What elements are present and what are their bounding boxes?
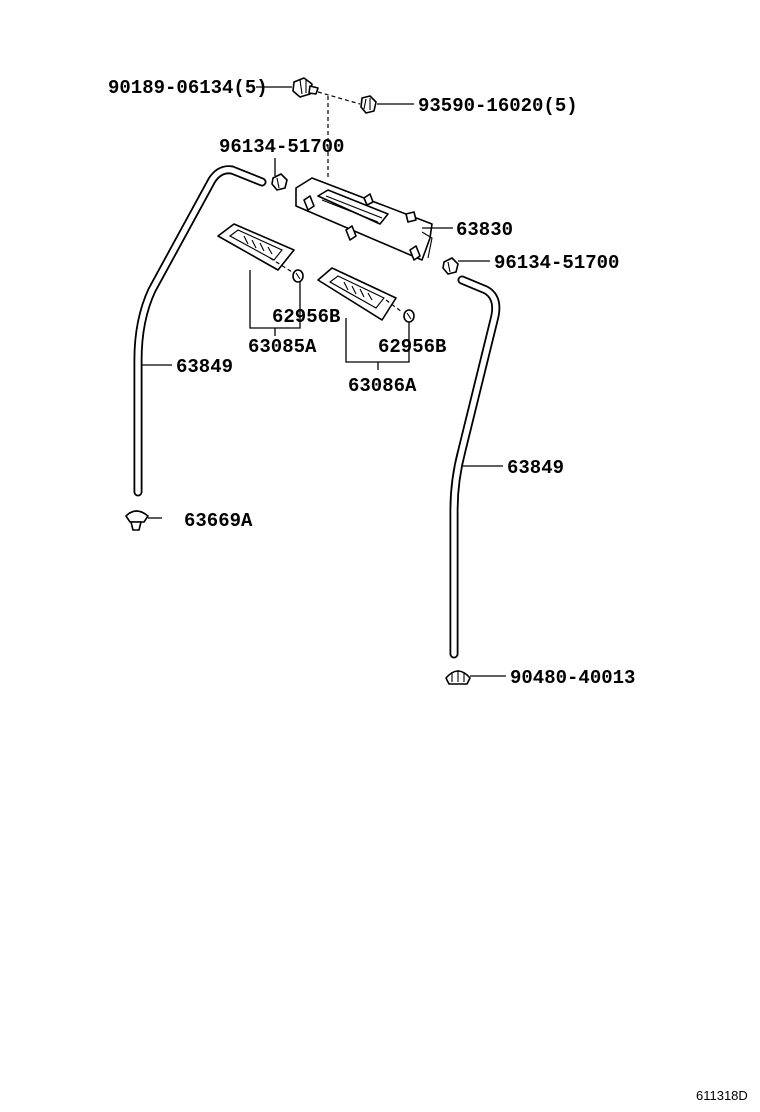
part-number-90480-40013: 90480-40013 [510, 667, 635, 689]
screw-icon [360, 95, 377, 114]
clip-icon [292, 77, 319, 98]
hose-icon [449, 275, 501, 659]
part-number-63830: 63830 [456, 219, 513, 241]
part-number-63085a: 63085A [248, 336, 317, 358]
part-number-63669a: 63669A [184, 510, 253, 532]
nut-icon [445, 670, 471, 685]
bulb-icon [403, 309, 415, 323]
stop-lamp-icon [295, 177, 433, 261]
grommet-icon [271, 173, 288, 191]
part-number-63086a: 63086A [348, 375, 417, 397]
diagram-id: 611318D [696, 1088, 748, 1103]
part-number-90189-06134: 90189-06134(5) [108, 77, 268, 99]
part-number-96134-51700-top: 96134-51700 [219, 136, 344, 158]
lamp-lens-icon [317, 267, 397, 321]
bulb-icon [292, 269, 304, 283]
part-number-63849-left: 63849 [176, 356, 233, 378]
part-number-93590-16020: 93590-16020(5) [418, 95, 578, 117]
part-number-63849-right: 63849 [507, 457, 564, 479]
part-number-96134-51700-right: 96134-51700 [494, 252, 619, 274]
part-number-62956b-right: 62956B [378, 336, 446, 358]
hose-icon [133, 165, 267, 497]
dashed-guide [269, 257, 293, 273]
dashed-guide [385, 299, 403, 313]
dashed-guide [317, 91, 361, 105]
part-number-62956b-left: 62956B [272, 306, 340, 328]
grommet-icon [442, 257, 459, 275]
clip-icon [125, 510, 149, 531]
lamp-lens-icon [217, 223, 295, 271]
